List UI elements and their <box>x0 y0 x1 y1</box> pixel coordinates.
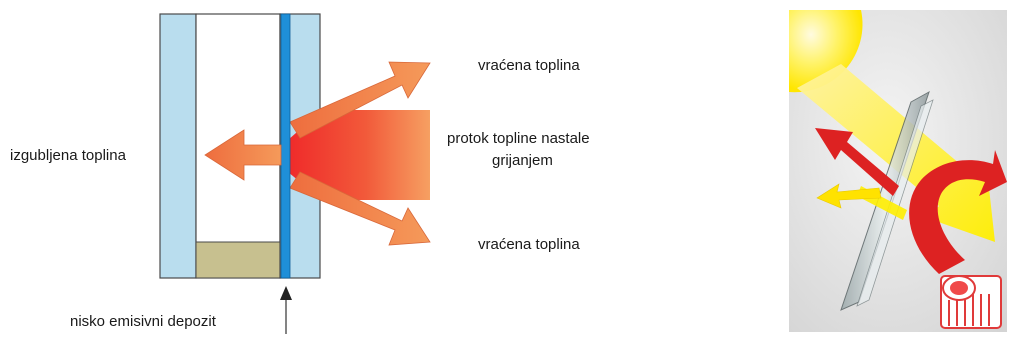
label-heat-flow-line2: grijanjem <box>492 152 553 169</box>
glass-unit-inner <box>856 99 934 307</box>
label-lost-heat: izgubljena toplina <box>10 147 126 164</box>
radiator-icon <box>940 275 1002 329</box>
returned-heat-arrow-top <box>289 61 431 139</box>
window-heat-illustration <box>789 10 1007 332</box>
label-returned-heat-bottom: vraćena toplina <box>478 236 580 253</box>
glazing-cross-section-diagram <box>159 13 431 334</box>
spacer-desiccant <box>195 241 281 279</box>
outer-glass-pane <box>159 13 197 279</box>
low-e-coating-layer <box>280 13 291 279</box>
returned-heat-red-arrow <box>909 150 1007 274</box>
reflected-light-arrow <box>816 183 882 209</box>
returned-heat-arrow-bottom <box>289 171 431 246</box>
lost-heat-arrow <box>204 129 282 181</box>
label-returned-heat-top: vraćena toplina <box>478 57 580 74</box>
lost-heat-red-arrow <box>815 128 899 196</box>
heat-flow-block <box>288 110 430 200</box>
label-heat-flow-line1: protok topline nastale <box>447 130 590 147</box>
low-e-pointer-head <box>280 286 292 300</box>
sun-icon <box>789 10 863 93</box>
label-low-e-coating: nisko emisivni depozit <box>70 313 216 330</box>
